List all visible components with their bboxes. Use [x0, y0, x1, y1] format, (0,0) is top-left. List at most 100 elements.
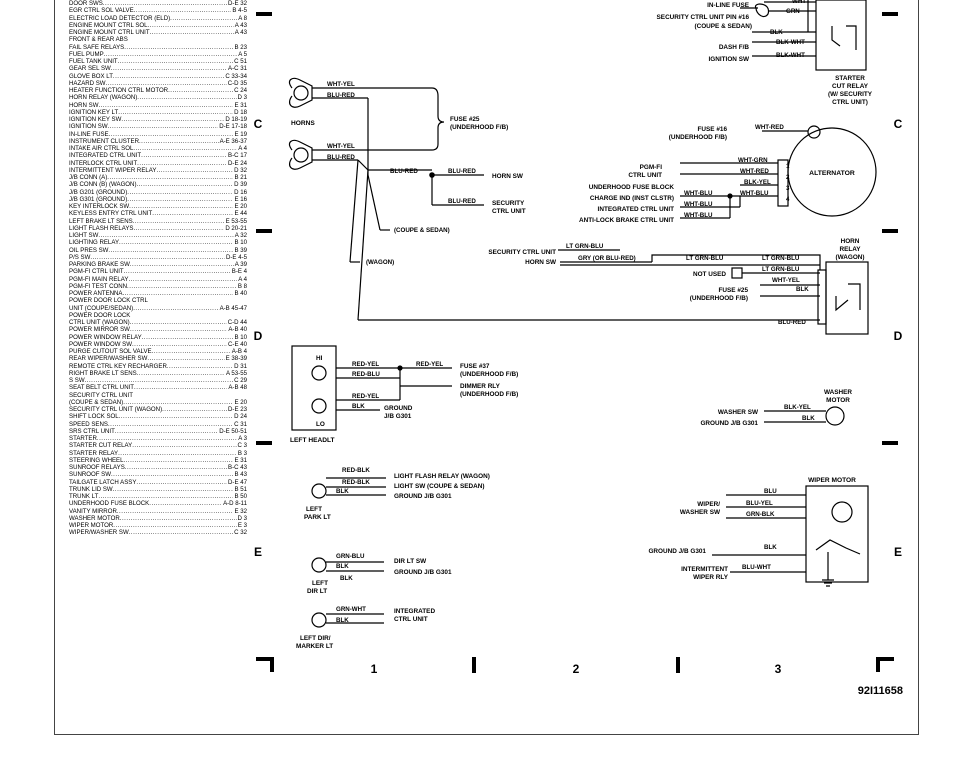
- index-grid-ref: A-D 8-11: [223, 500, 247, 508]
- index-grid-ref: A 4: [238, 275, 247, 283]
- index-row: UNIT (COUPE/SEDAN)A-B 45-47: [69, 305, 247, 312]
- index-grid-ref: E 31: [234, 101, 247, 109]
- wire-label: BLK: [336, 617, 349, 624]
- index-row: J/B G301 (GROUND)E 16: [69, 196, 247, 203]
- index-row: REAR WIPER/WASHER SWE 38-39: [69, 355, 247, 362]
- index-component-name: SUNROOF SW: [69, 471, 111, 479]
- index-row: CTRL UNIT (WAGON) C-D 44: [69, 319, 247, 326]
- index-row: EGR CTRL SOL VALVEB 4-5: [69, 7, 247, 14]
- row-marker: [256, 229, 272, 233]
- index-grid-ref: A 3: [238, 435, 247, 442]
- index-grid-ref: D-E 47: [228, 478, 247, 486]
- index-row: VANITY MIRRORE 32: [69, 508, 247, 515]
- index-grid-ref: D 32: [234, 166, 247, 174]
- index-row: POWER DOOR LOCK CTRL: [69, 297, 247, 304]
- corner-marker: [876, 657, 894, 672]
- wire-label: RELAY: [839, 246, 861, 253]
- index-row: FAIL SAFE RELAYSB 23: [69, 44, 247, 51]
- index-row: LEFT BRAKE LT SENSE 53-55: [69, 218, 247, 225]
- index-component-name: TRUNK LID SW: [69, 485, 113, 493]
- wire-label: BLK: [352, 403, 365, 410]
- index-row: INTAKE AIR CTRL SOLA 4: [69, 145, 247, 152]
- index-component-name: PGM-FI TEST CONN: [69, 282, 128, 290]
- wire-label: INTEGRATED CTRL UNIT: [598, 206, 675, 213]
- row-marker: [882, 229, 898, 233]
- index-component-name: STARTER RELAY: [69, 449, 119, 457]
- wire-label: GRN-BLK: [746, 511, 775, 518]
- index-grid-ref: A-B 40: [228, 326, 247, 334]
- index-row: HORN RELAY (WAGON)D 3: [69, 94, 247, 101]
- index-row: IGNITION KEY SWD 18-19: [69, 116, 247, 123]
- index-component-name: HORN SW: [69, 101, 99, 109]
- index-component-name: ENGINE MOUNT CTRL SOL: [69, 21, 148, 29]
- wire-label: LT GRN-BLU: [566, 243, 604, 250]
- grid-row-letter: C: [894, 117, 903, 131]
- wire-label: (COUPE & SEDAN): [694, 23, 752, 30]
- index-component-name: HEATER FUNCTION CTRL MOTOR: [69, 87, 169, 94]
- wire-label: ALTERNATOR: [809, 170, 855, 177]
- index-component-name: WIPER MOTOR: [69, 522, 114, 529]
- index-grid-ref: D 39: [234, 181, 247, 189]
- index-grid-ref: A-B 4: [231, 348, 247, 355]
- index-component-name: SPEED SENS: [69, 420, 108, 428]
- wire-label: 1: [786, 163, 790, 170]
- index-row: HEATER FUNCTION CTRL MOTORC 24: [69, 87, 247, 94]
- wire-label: GROUND J/B G301: [648, 548, 706, 555]
- index-component-name: SUNROOF RELAYS: [69, 464, 125, 471]
- index-component-name: FUEL PUMP: [69, 50, 104, 58]
- wire-label: LIGHT FLASH RELAY (WAGON): [394, 473, 490, 480]
- index-row: GLOVE BOX LTC 33-34: [69, 73, 247, 80]
- index-row: PGM-FI MAIN RELAY A 4: [69, 276, 247, 283]
- index-grid-ref: B 3: [237, 449, 247, 457]
- index-grid-ref: C-D 44: [227, 319, 247, 326]
- wire-label: WASHER SW: [680, 509, 721, 516]
- wire-label: WASHER: [824, 389, 852, 396]
- index-component-name: ELECTRIC LOAD DETECTOR (ELD): [69, 14, 171, 22]
- index-row: DOOR SWSD-E 32: [69, 0, 247, 7]
- index-component-name: SHIFT LOCK SOL: [69, 413, 119, 421]
- wire-label: CHARGE IND (INST CLSTR): [590, 195, 674, 202]
- index-component-name: PGM-FI MAIN RELAY: [69, 275, 129, 283]
- wire-label: GROUND J/B G301: [700, 420, 758, 427]
- index-grid-ref: D 18-19: [225, 116, 247, 123]
- index-grid-ref: A 32: [234, 232, 247, 239]
- wire-label: GROUND: [384, 405, 413, 412]
- index-grid-ref: B 39: [234, 246, 247, 254]
- wire-label: WHT-YEL: [772, 277, 800, 284]
- index-grid-ref: B 10: [234, 239, 247, 247]
- index-grid-ref: D 31: [234, 362, 247, 370]
- index-row: IGNITION SWD-E 17-18: [69, 123, 247, 130]
- index-component-name: POWER DOOR LOCK CTRL: [69, 297, 148, 305]
- index-component-name: J/B CONN (B) (WAGON): [69, 181, 137, 189]
- index-component-name: FUEL TANK UNIT: [69, 58, 118, 65]
- wire-label: HORN: [841, 238, 860, 245]
- grid-row-letter: D: [894, 329, 903, 343]
- index-component-name: REMOTE CTRL KEY RECHARGER: [69, 362, 167, 370]
- wire-label: FUSE #16: [698, 126, 728, 133]
- index-component-name: CTRL UNIT (WAGON): [69, 319, 130, 326]
- index-row: INTERMITTENT WIPER RELAYD 32: [69, 167, 247, 174]
- wire-label: DASH F/B: [719, 44, 750, 51]
- wire-label: LT GRN-BLU: [762, 255, 800, 262]
- wire-label: GRN-BLU: [336, 553, 365, 560]
- wire-label: DIMMER RLY: [460, 383, 501, 390]
- index-component-name: PURGE CUTOUT SOL VALVE: [69, 348, 152, 355]
- wire-label: BLK: [802, 415, 815, 422]
- index-component-name: INTAKE AIR CTRL SOL: [69, 145, 134, 152]
- index-row: POWER MIRROR SWA-B 40: [69, 326, 247, 333]
- wire-label: BLU-RED: [448, 198, 476, 205]
- index-row: STEERING WHEELE 31: [69, 457, 247, 464]
- index-component-name: FRONT & REAR ABS: [69, 36, 128, 44]
- wire-label: STARTER: [835, 75, 865, 82]
- index-row: RIGHT BRAKE LT SENSA 53-55: [69, 370, 247, 377]
- wire-label: BLK: [764, 544, 777, 551]
- index-component-name: INSTRUMENT CLUSTER: [69, 137, 139, 145]
- index-grid-ref: C-E 40: [228, 340, 247, 348]
- wire-label: 3: [786, 185, 790, 192]
- index-row: TRUNK LID SWB 51: [69, 486, 247, 493]
- index-grid-ref: A 43: [234, 21, 247, 29]
- index-row: INSTRUMENT CLUSTERA-E 36-37: [69, 138, 247, 145]
- index-component-name: WIPER/WASHER SW: [69, 529, 129, 537]
- index-component-name: DOOR SWS: [69, 0, 103, 7]
